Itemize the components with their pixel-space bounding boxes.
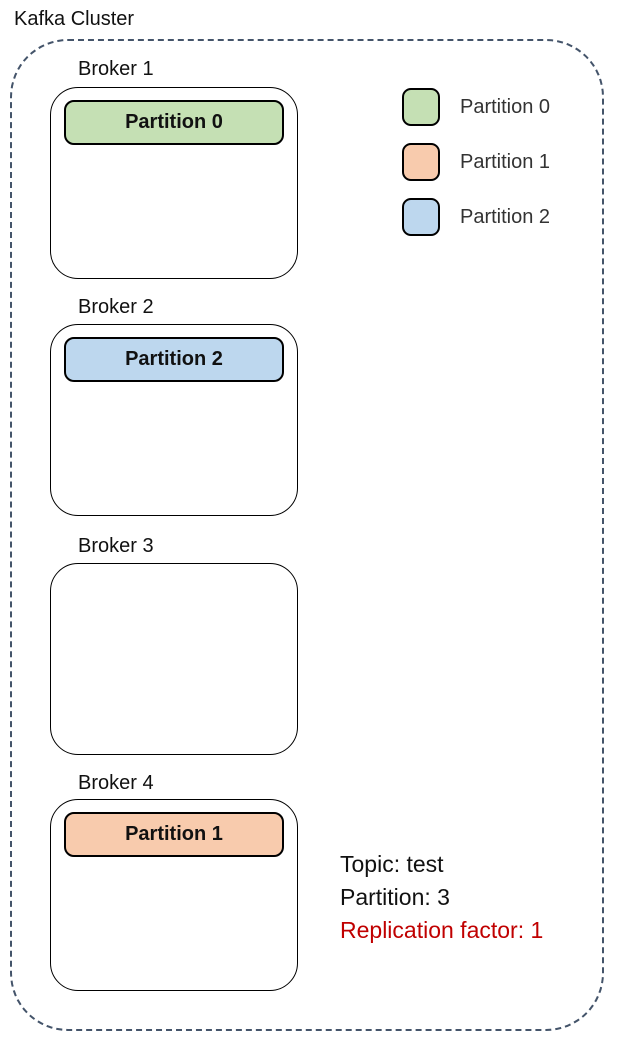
broker-1-partition-0: Partition 0 (64, 100, 284, 145)
broker-3-label: Broker 3 (78, 535, 154, 557)
cluster-dashed-border (10, 39, 604, 1031)
legend-label-partition-2: Partition 2 (460, 205, 551, 228)
legend-swatch-partition-0 (402, 88, 440, 126)
cluster-title: Kafka Cluster (14, 8, 135, 30)
topic-info: Topic: test Partition: 3 Replication fac… (340, 848, 543, 947)
legend-swatch-partition-1 (402, 143, 440, 181)
broker-4-partition-1: Partition 1 (64, 812, 284, 857)
broker-4-label: Broker 4 (78, 772, 154, 794)
broker-1-box: Partition 0 (50, 87, 298, 279)
legend-label-partition-1: Partition 1 (460, 150, 551, 173)
replication-factor-line: Replication factor: 1 (340, 917, 544, 943)
broker-2-partition-2: Partition 2 (64, 337, 284, 382)
broker-2-label: Broker 2 (78, 296, 154, 318)
broker-1-label: Broker 1 (78, 58, 154, 80)
partition-count-line: Partition: 3 (340, 884, 450, 910)
legend-row-partition-0: Partition 0 (402, 88, 550, 126)
legend-swatch-partition-2 (402, 198, 440, 236)
legend-label-partition-0: Partition 0 (460, 95, 551, 118)
broker-2-box: Partition 2 (50, 324, 298, 516)
legend-row-partition-2: Partition 2 (402, 198, 550, 236)
broker-4-box: Partition 1 (50, 799, 298, 991)
topic-line: Topic: test (340, 851, 444, 877)
legend-row-partition-1: Partition 1 (402, 143, 550, 181)
broker-3-box (50, 563, 298, 755)
